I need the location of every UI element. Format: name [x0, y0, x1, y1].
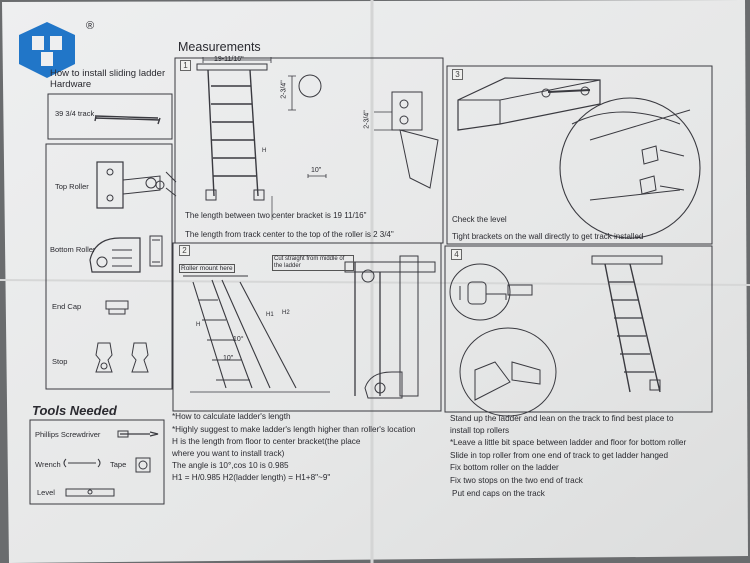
install-line-5: Fix bottom roller on the ladder [450, 463, 559, 472]
panel2-offset-label: 10" [223, 355, 234, 362]
part-bottom-roller-label: Bottom Roller [50, 245, 96, 254]
install-line-4: Slide in top roller from one end of trac… [450, 451, 669, 460]
tool-wrench-label: Wrench [35, 460, 61, 469]
calc-line-6: H1 = H/0.985 H2(ladder length) = H1+8"~9… [172, 473, 331, 482]
panel-4 [444, 245, 713, 413]
part-top-roller-label: Top Roller [55, 182, 89, 191]
panel3-note-level: Check the level [452, 215, 507, 224]
calc-line-2: *Highly suggest to make ladder's length … [172, 425, 416, 434]
brand-logo [19, 22, 75, 78]
calc-line-4: where you want to install track) [172, 449, 285, 458]
panel3-note-brackets: Tight brackets on the wall directly to g… [452, 232, 644, 241]
panel1-label-h: H [262, 148, 267, 154]
panel-2 [172, 242, 442, 412]
panel1-dim-bottom: 10" [311, 167, 322, 174]
registered-mark: ® [86, 20, 95, 32]
panel-2-number: 2 [179, 245, 190, 256]
tool-level-label: Level [37, 488, 55, 497]
tools-panel [29, 419, 165, 505]
calc-line-5: The angle is 10°,cos 10 is 0.985 [172, 461, 289, 470]
hardware-title-line1: How to install sliding ladder [50, 68, 166, 79]
panel1-dim-side: 2-3/4" [280, 80, 288, 99]
panel2-label-h2: H2 [282, 310, 290, 316]
part-track-label: 39 3/4 track [55, 109, 95, 118]
install-line-7: Put end caps on the track [452, 489, 545, 498]
calc-line-1: *How to calculate ladder's length [172, 412, 291, 421]
panel1-note-roller-height: The length from track center to the top … [185, 230, 394, 239]
panel-1-number: 1 [180, 60, 191, 71]
panel2-angle-label: 10° [233, 336, 244, 343]
tools-title: Tools Needed [32, 403, 117, 418]
panel1-dim-top: 19-11/16" [214, 56, 244, 63]
panel-3-number: 3 [452, 69, 463, 80]
panel-3 [446, 65, 713, 245]
install-line-3: *Leave a little bit space between ladder… [450, 438, 687, 447]
measurements-title: Measurements [178, 40, 261, 54]
install-line-6: Fix two stops on the two end of track [450, 476, 583, 485]
part-stop-label: Stop [52, 357, 68, 366]
track-panel [47, 93, 173, 140]
parts-panel [45, 143, 173, 390]
hardware-title-line2: Hardware [50, 79, 92, 90]
tool-screwdriver-label: Phillips Screwdriver [35, 430, 101, 439]
panel-4-number: 4 [451, 249, 462, 260]
panel2-cut-label: Cut straight from middle of the ladder [272, 255, 354, 271]
panel2-roller-mount-label: Roller mount here [179, 264, 235, 273]
tool-tape-label: Tape [110, 460, 127, 469]
install-line-1: Stand up the ladder and lean on the trac… [450, 414, 674, 423]
panel1-note-center-bracket: The length between two center bracket is… [185, 211, 367, 220]
panel2-label-h: H [196, 322, 201, 328]
part-end-cap-label: End Cap [52, 302, 82, 311]
panel1-dim-bracket: 2-3/4" [363, 110, 371, 129]
calc-line-3: H is the length from floor to center bra… [172, 437, 361, 446]
install-line-2: install top rollers [450, 426, 510, 435]
panel2-label-h1: H1 [266, 312, 274, 318]
